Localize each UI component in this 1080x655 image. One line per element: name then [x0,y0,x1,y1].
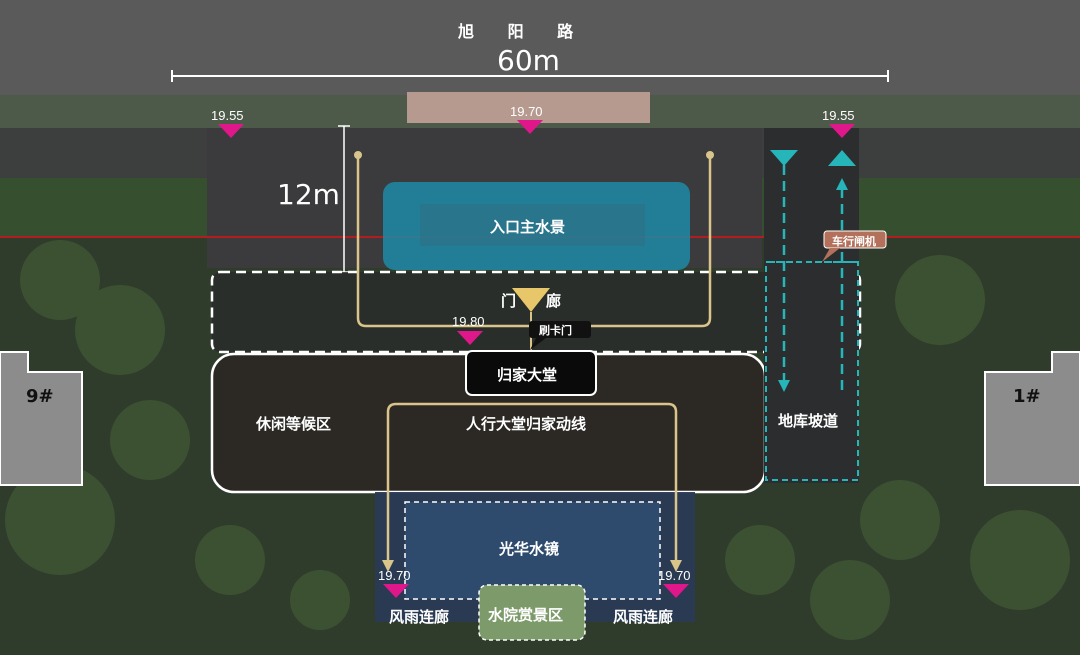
ramp-outline [765,261,859,481]
road-width-label: 60m [497,44,560,77]
barrier-tag [823,230,887,249]
lobby-area [212,354,765,492]
ramp-exit-icon [828,150,856,166]
elevation-top-left: 19.55 [211,108,244,123]
mirror-pool [404,501,661,600]
main-water-label: 入口主水景 [490,218,566,236]
corridor-label-right: 廊 [546,292,562,310]
elevation-bottom-left: 19.70 [378,568,411,583]
building-1-label: 1# [1013,386,1041,407]
corridor-band [212,272,860,352]
corridor-label-left: 门 [501,292,517,310]
trees [5,240,1070,640]
building-9-label: 9# [26,386,54,407]
garden-label: 水院赏景区 [488,606,564,624]
elevation-marker-icon [218,124,244,138]
elevation-marker-icon [457,331,483,345]
gate-funnel [512,288,550,312]
card-gate-tag [529,321,591,338]
barrier-label: 车行闸机 [832,235,876,248]
building-1 [984,351,1080,486]
elevation-top-center: 19.70 [510,104,543,119]
veranda-right-label: 风雨连廊 [613,608,674,626]
ramp-entry-icon [770,150,798,166]
lounge-label: 休闲等候区 [256,415,332,433]
setback-label: 12m [277,178,340,211]
lobby-label: 归家大堂 [497,366,558,384]
elevation-top-right: 19.55 [822,108,855,123]
route-label: 人行大堂归家动线 [466,415,587,433]
garden-box [478,584,586,641]
elevation-marker-icon [383,584,409,598]
ramp-label: 地库坡道 [778,412,839,430]
building-9 [0,351,83,486]
corridor-outline [210,270,862,354]
elevation-bottom-right: 19.70 [658,568,691,583]
gate-house [407,92,650,123]
veranda-left-label: 风雨连廊 [389,608,450,626]
lobby-box [465,350,597,396]
elevation-gate: 19.80 [452,314,485,329]
elevation-marker-icon [663,584,689,598]
mirror-water-label: 光华水镜 [499,540,560,558]
road-name: 旭 阳 路 [458,22,588,41]
elevation-marker-icon [829,124,855,138]
elevation-marker-icon [517,120,543,134]
card-gate-label: 刷卡门 [539,324,572,337]
